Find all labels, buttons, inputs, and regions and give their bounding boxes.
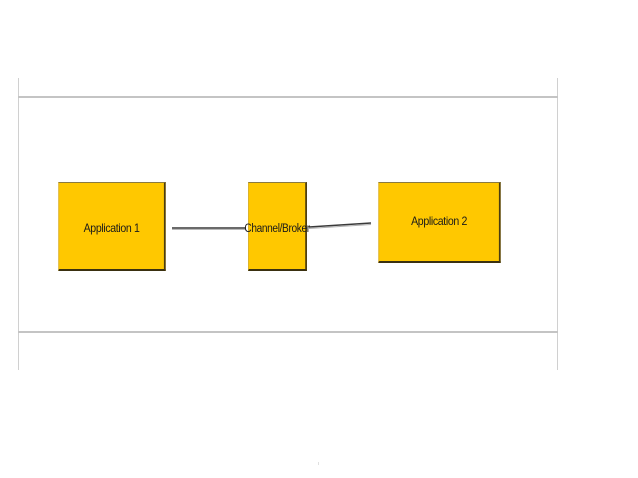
stray-mark <box>318 462 319 465</box>
node-label: Channel/Broker <box>244 222 310 235</box>
node-application-2[interactable]: Application 2 <box>378 182 501 263</box>
edge-broker-to-app2 <box>309 222 372 229</box>
node-channel-broker[interactable]: Channel/Broker <box>244 182 310 271</box>
node-label: Application 2 <box>411 214 467 228</box>
frame-top-border <box>18 96 558 98</box>
edge-app1-to-broker <box>172 227 246 229</box>
frame-left-border <box>18 78 19 370</box>
node-application-1[interactable]: Application 1 <box>58 182 166 271</box>
frame-bottom-border <box>18 331 558 333</box>
frame-right-border <box>557 78 558 370</box>
node-label: Application 1 <box>83 221 140 235</box>
